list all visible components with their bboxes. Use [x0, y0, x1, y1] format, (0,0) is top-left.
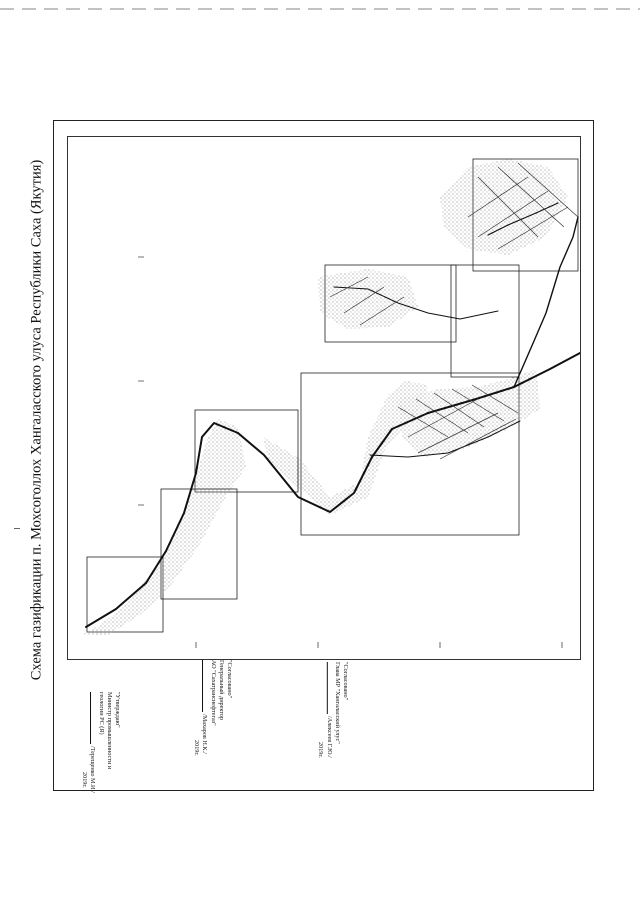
signatory-name: /Терещенко М.И./ — [89, 746, 97, 793]
approval-block-director: "Согласовано" Генеральный директор АО "С… — [192, 660, 233, 830]
sheet-index-rectangles — [86, 158, 579, 633]
approval-year: 2019г. — [81, 772, 89, 788]
map-tick-marks — [138, 256, 563, 648]
sheet-frame — [53, 120, 594, 791]
gas-pipeline-main — [85, 202, 580, 628]
title-area: Схема газификации п. Мохсоголлох Хангала… — [26, 120, 48, 720]
approval-heading: "Согласовано" — [226, 660, 234, 699]
scan-edge-artifact — [0, 8, 640, 10]
page-title: Схема газификации п. Мохсоголлох Хангала… — [28, 159, 45, 681]
signature-line — [90, 692, 92, 744]
approval-position-line: геологии РС (Я) — [97, 692, 105, 735]
approval-year: 2019г. — [193, 740, 201, 756]
approval-block-head: "Согласовано" Глава МР "Хангаласский улу… — [316, 662, 349, 832]
approval-position-line: Глава МР "Хангаласский улус" — [333, 662, 341, 744]
signatory-name: /Махаров Н.К./ — [201, 714, 209, 754]
terrain-stipple — [82, 159, 568, 635]
approval-position-line: Министр промышленности и — [105, 692, 113, 770]
approval-position-line: Генеральный директор — [217, 660, 225, 721]
approval-heading: "Утверждаю" — [114, 692, 122, 728]
approval-block-minister: "Утверждаю" Министр промышленности и гео… — [80, 692, 121, 862]
street-grid — [329, 162, 579, 460]
signatory-name: /Алексеев Г.Ю./ — [325, 716, 333, 758]
signature-line — [326, 662, 328, 714]
approval-year: 2019г. — [317, 742, 325, 758]
approval-heading: "Согласовано" — [341, 662, 349, 701]
approval-position-line: АО "Сахатранснефтегаз" — [209, 660, 217, 726]
map-drawing — [82, 158, 580, 648]
scan-mark — [14, 528, 20, 529]
signature-line — [202, 660, 204, 712]
gasification-scheme-map — [67, 136, 581, 660]
